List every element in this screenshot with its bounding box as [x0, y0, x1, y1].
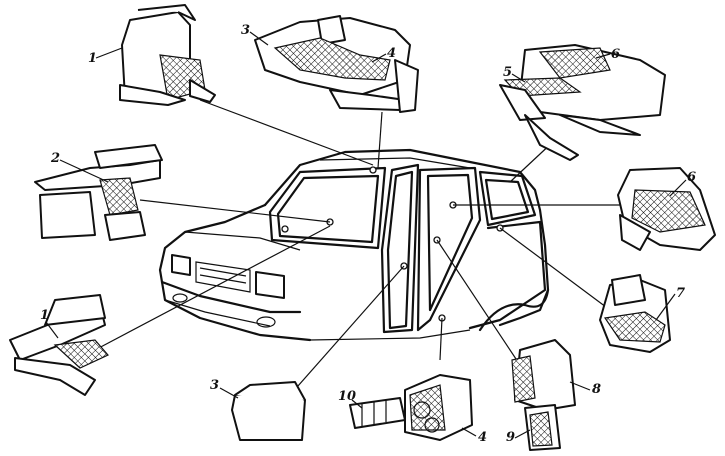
seal-detail-1-bottom: [9, 294, 109, 396]
seal-detail-3-4-top: [254, 15, 419, 113]
callout-4-top: 4: [387, 46, 396, 61]
seal-detail-7: [599, 274, 671, 353]
seal-detail-3-bottom: [231, 381, 306, 441]
leader-lines: [94, 99, 620, 396]
seal-detail-1-top: [119, 4, 216, 106]
callout-9: 9: [506, 430, 515, 445]
seal-detail-2: [34, 144, 163, 241]
seal-detail-8-9: [511, 339, 576, 451]
seal-detail-6-right: [617, 167, 716, 251]
callout-5: 5: [503, 65, 512, 80]
callout-10: 10: [338, 389, 356, 404]
callout-6-right: 6: [687, 170, 696, 185]
callout-3-top: 3: [241, 23, 250, 38]
car-body: [158, 148, 550, 342]
callout-1-bottom: 1: [40, 308, 49, 323]
callout-3-bottom: 3: [210, 378, 219, 393]
callout-8: 8: [592, 382, 601, 397]
callout-7: 7: [676, 286, 685, 301]
callout-labels: 1 3 4 5 6 2 6 7 1 3 10 4 8 9: [40, 23, 696, 445]
callout-4-bottom: 4: [478, 430, 487, 445]
callout-1-top: 1: [88, 51, 97, 66]
callout-2: 2: [50, 151, 60, 166]
seal-detail-5-6-top: [499, 44, 666, 161]
seal-detail-10-4: [349, 374, 473, 441]
callout-6-top: 6: [611, 47, 620, 62]
